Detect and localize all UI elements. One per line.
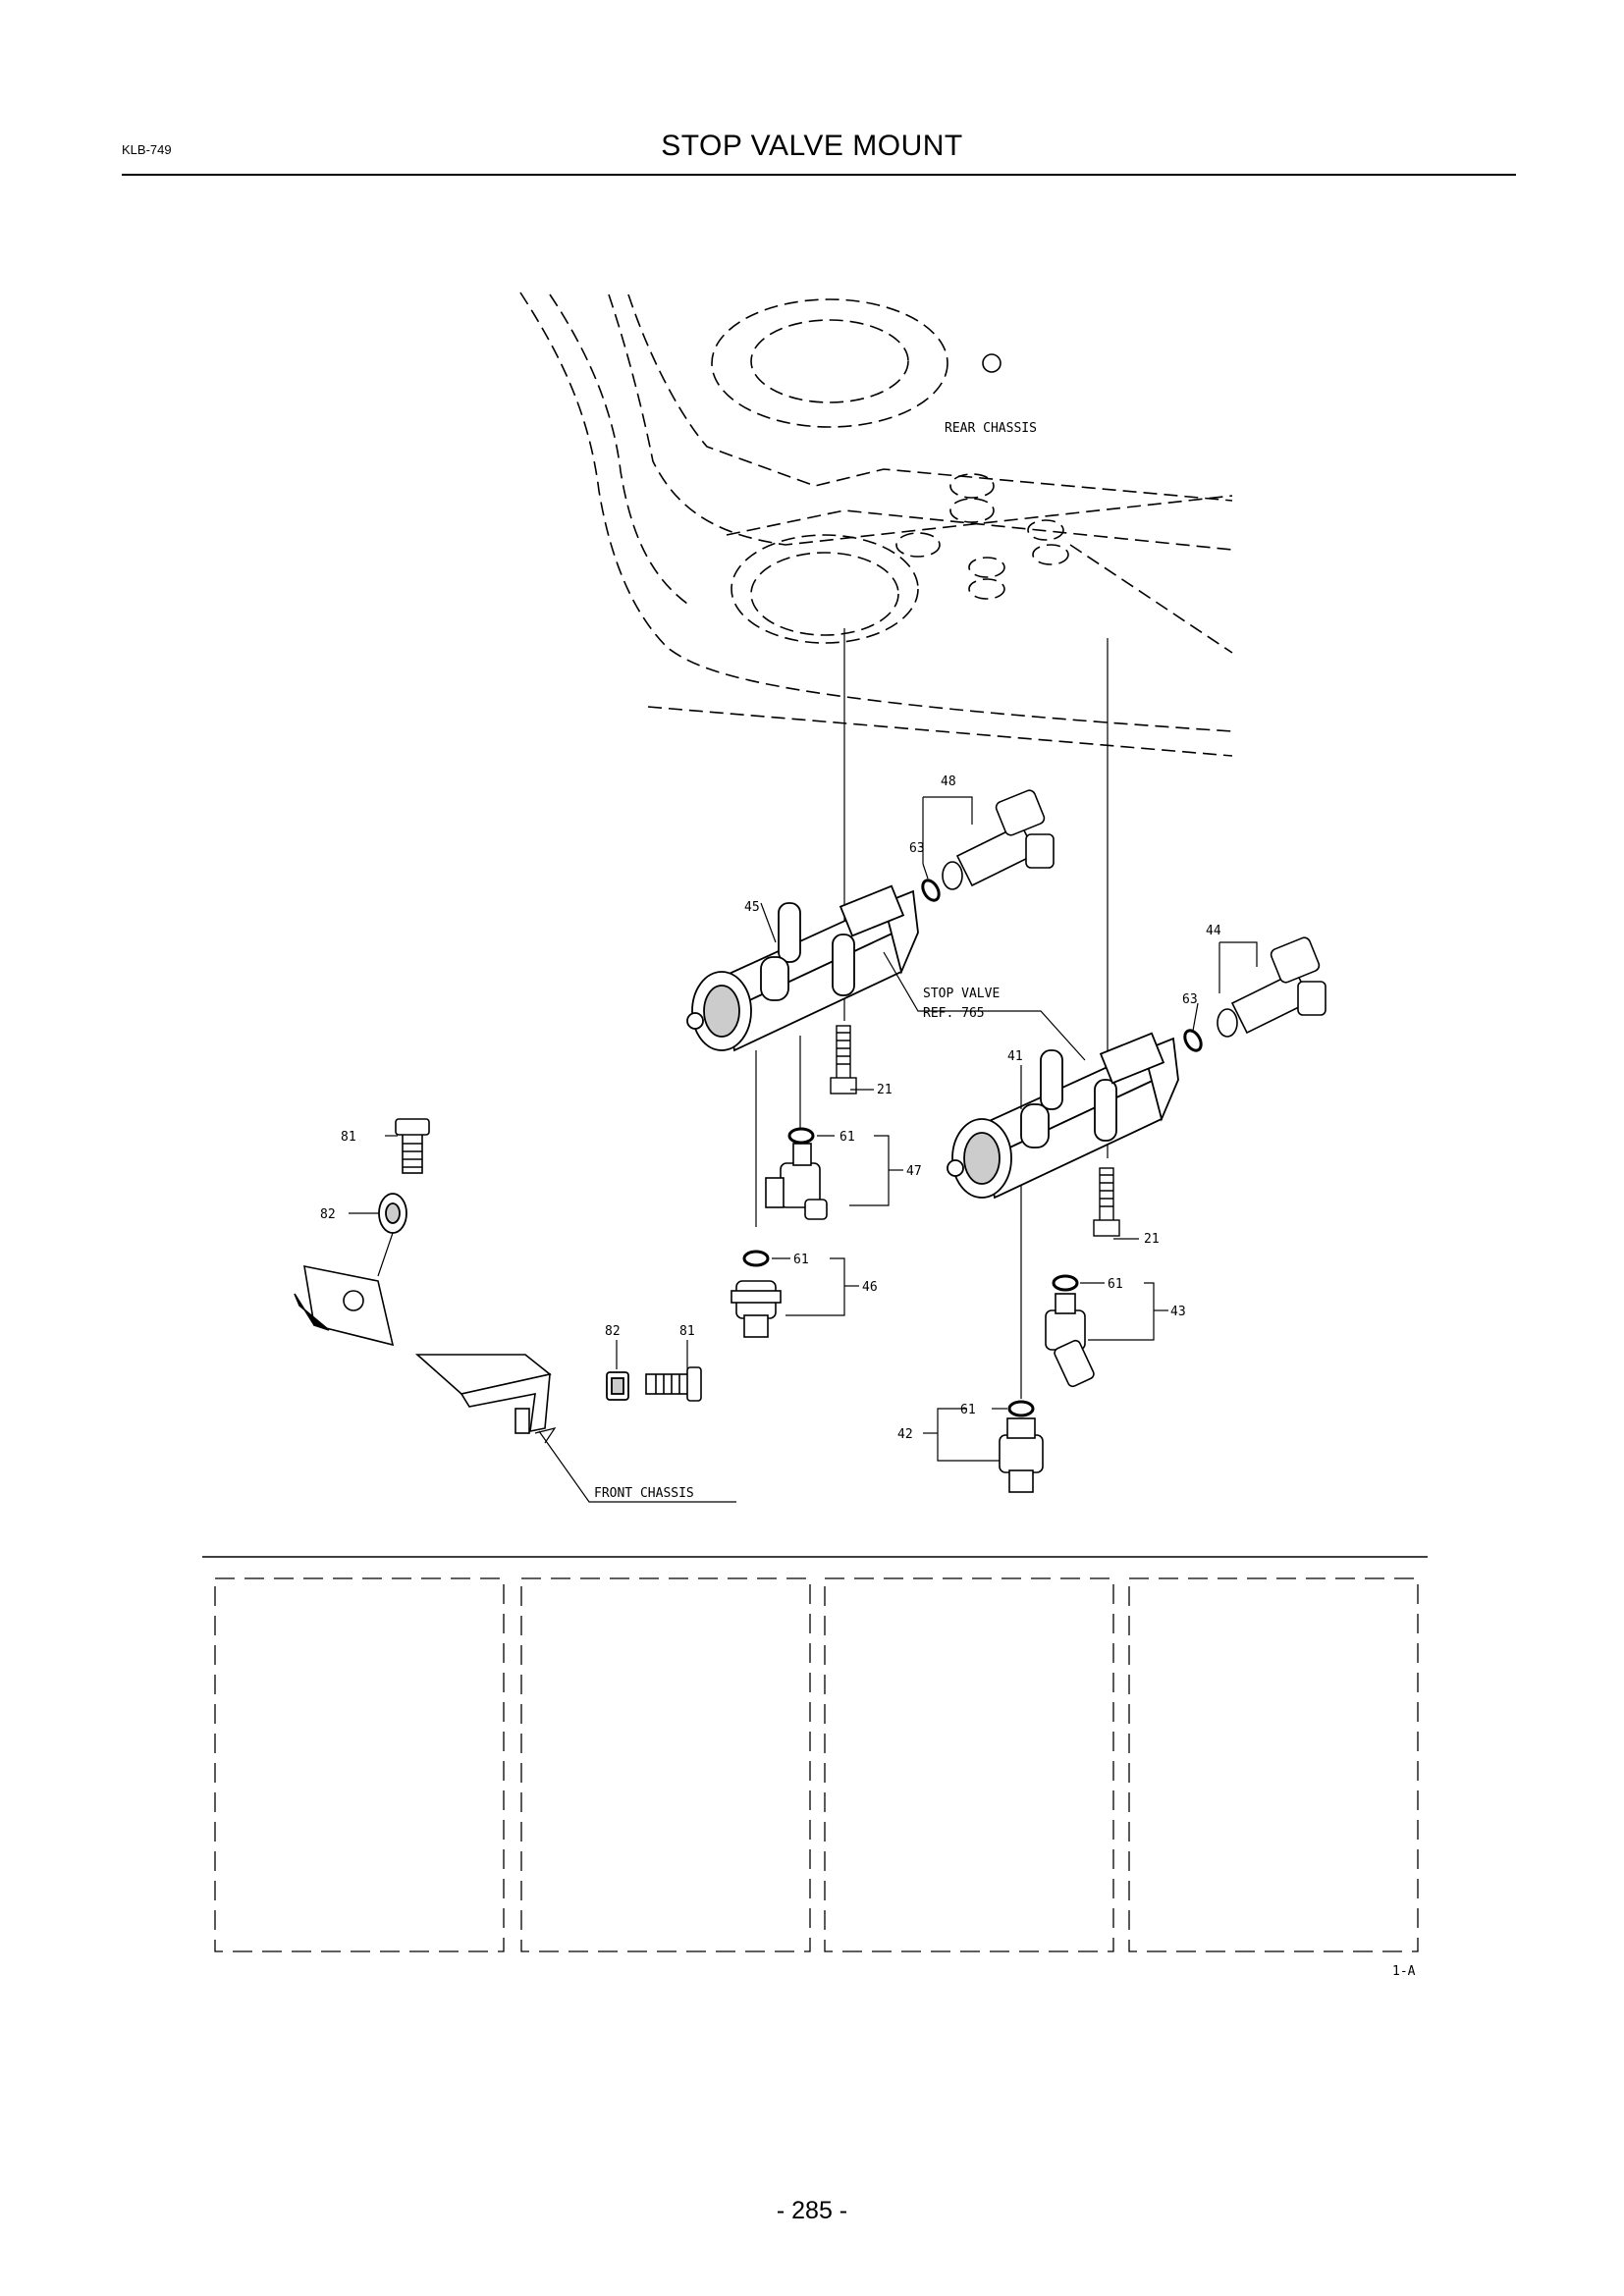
document-code: KLB-749	[122, 142, 172, 157]
callout-82: 82	[605, 1324, 621, 1339]
callout-41: 41	[1007, 1049, 1023, 1064]
front-bracket	[414, 1354, 552, 1434]
title-divider	[122, 174, 1516, 176]
bolts-21	[830, 1025, 1120, 1237]
stop-valve-45	[686, 884, 919, 1052]
callout-81: 81	[679, 1324, 695, 1339]
notes-box-3	[824, 1577, 1114, 1952]
callout-21: 21	[1144, 1232, 1160, 1247]
callout-61: 61	[960, 1403, 976, 1417]
o-rings	[742, 879, 1203, 1417]
callout-43: 43	[1170, 1305, 1186, 1319]
rear-chassis-outline	[519, 292, 1233, 757]
callout-47: 47	[906, 1164, 922, 1179]
callout-61: 61	[839, 1130, 855, 1145]
page-title: STOP VALVE MOUNT	[661, 130, 963, 162]
callout-46: 46	[862, 1280, 878, 1295]
washer-82-upper	[378, 1193, 407, 1234]
leader-lines	[349, 796, 1258, 1503]
callout-21: 21	[877, 1083, 893, 1097]
fitting-43	[1045, 1293, 1095, 1388]
callout-44: 44	[1206, 924, 1221, 938]
rear-chassis-hole	[982, 353, 1001, 373]
notes-box-2	[520, 1577, 811, 1952]
callout-48: 48	[941, 774, 956, 789]
mount-plate	[294, 1264, 395, 1347]
callout-63: 63	[1182, 992, 1198, 1007]
rear-chassis-label: REAR CHASSIS	[945, 421, 1037, 436]
callout-63: 63	[909, 841, 925, 856]
elbow-fitting-48	[942, 789, 1055, 890]
callout-42: 42	[897, 1427, 913, 1442]
stop-valve-label-line2: REF. 765	[923, 1006, 985, 1021]
bolt-81-lower	[645, 1366, 702, 1402]
stop-valve-41	[947, 1032, 1179, 1200]
figure-reference: 1-A	[1392, 1964, 1416, 1979]
callout-61: 61	[793, 1253, 809, 1267]
notes-box-1	[214, 1577, 505, 1952]
fitting-47	[765, 1143, 828, 1220]
callout-numbers: 48 63 45 44 63 41 21 21 81 82 61 47 61 4…	[320, 774, 1221, 1442]
bolt-81-upper	[395, 1118, 430, 1174]
callout-82: 82	[320, 1207, 336, 1222]
stop-valve-label-line1: STOP VALVE	[923, 987, 1000, 1001]
front-chassis-label: FRONT CHASSIS	[594, 1486, 694, 1501]
fitting-42	[999, 1417, 1044, 1493]
page-number: - 285 -	[776, 2197, 848, 2224]
notes-box-4	[1128, 1577, 1419, 1952]
elbow-fitting-44	[1217, 936, 1326, 1038]
fitting-46	[731, 1280, 782, 1338]
callout-81: 81	[341, 1130, 356, 1145]
callout-45: 45	[744, 900, 760, 915]
washer-82-lower	[606, 1371, 629, 1401]
callout-61: 61	[1108, 1277, 1123, 1292]
notes-boxes	[214, 1577, 1419, 1952]
